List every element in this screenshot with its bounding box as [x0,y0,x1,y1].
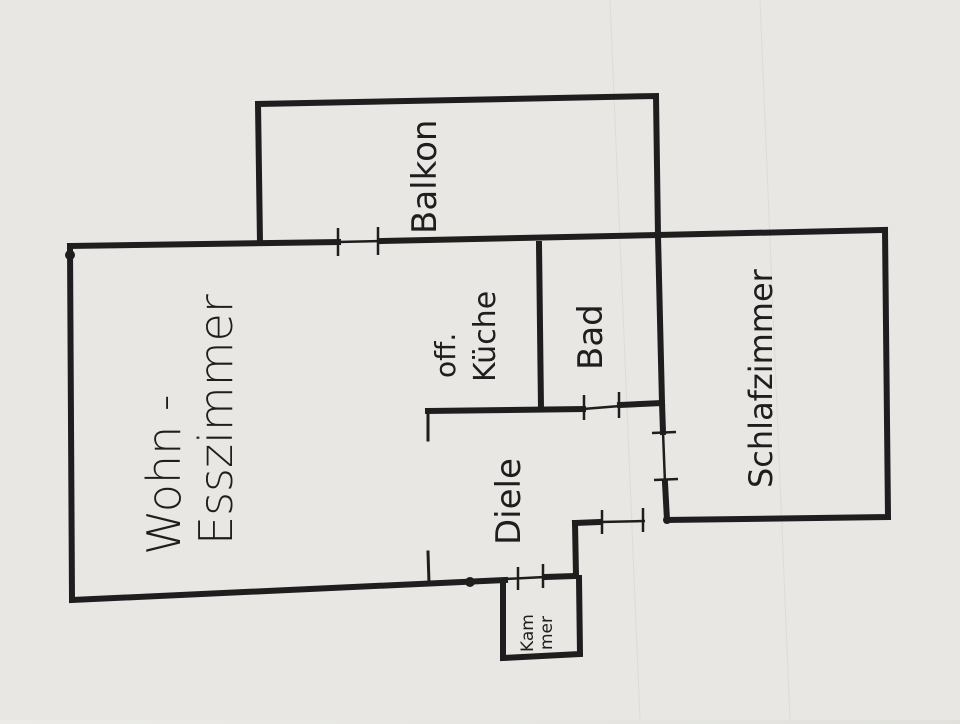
schlafzimmer-walls [663,226,892,524]
wall-stub-bottom [426,550,431,585]
bedroom-wall-upper [658,399,667,436]
bad-schlaf-wall [654,232,666,407]
room-labels: Wohn - Esszimmer Balkon off. Küche Bad D… [137,120,780,652]
balkon-walls [254,92,662,247]
label-schlafzimmer: Schlafzimmer [742,268,780,488]
wohn-outer-walls [66,242,509,604]
paper-lines [609,0,791,721]
bedroom-wall-lower [661,479,671,524]
door-kammer [504,564,546,590]
diele-bottom-wall [541,572,580,581]
label-kammer-line2: mer [537,616,557,650]
label-wohn-line1: Wohn - [137,395,191,555]
label-kueche-line2: Küche [468,291,503,382]
diele-top-wall [424,405,587,415]
doors [336,227,679,590]
top-wall-left [66,238,342,250]
walls [66,92,892,662]
top-wall-right [378,226,889,245]
kueche-bad-wall [535,240,545,413]
label-wohn-line2: Esszimmer [189,294,243,545]
diele-step-top [571,518,604,527]
label-kammer-line1: Kam [518,614,538,652]
door-bad [582,392,621,420]
door-balkon [336,227,383,256]
kammer-walls [500,574,584,662]
label-diele: Diele [489,458,529,545]
door-diele-schlaf [599,508,646,534]
label-bad: Bad [571,304,611,370]
door-schlafzimmer [651,430,679,484]
label-balkon: Balkon [405,120,445,234]
diele-step-side [571,519,580,580]
diele-top-wall-right [616,399,666,409]
label-kueche-line1: off. [429,333,462,378]
corner-marks [65,250,671,587]
